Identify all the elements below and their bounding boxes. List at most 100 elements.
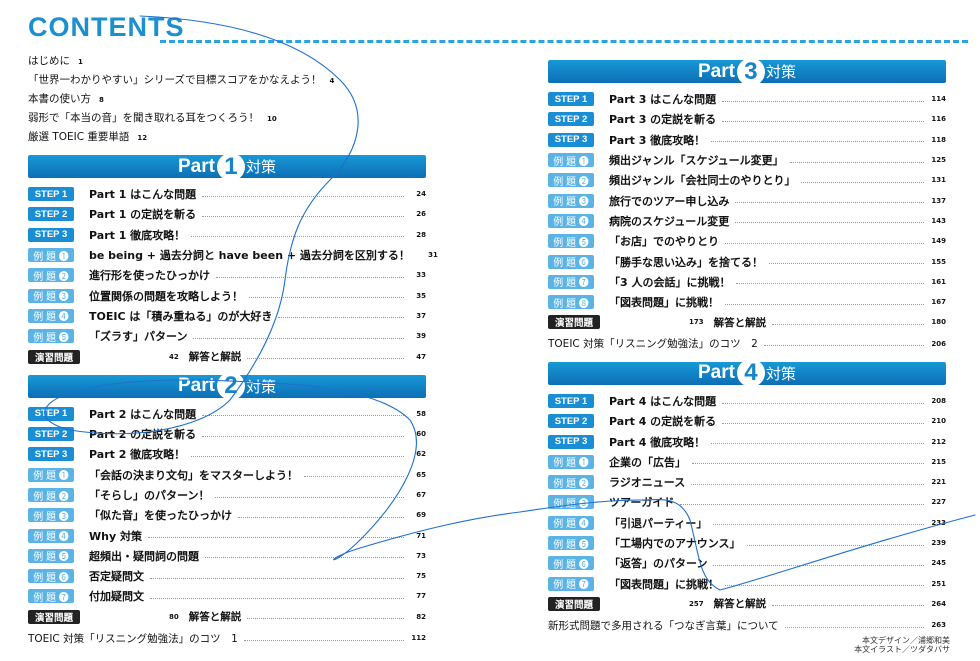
entry-title: Part 3 はこんな問題 (609, 93, 717, 107)
drill-page-number: 257 (689, 599, 704, 608)
toc-entry[interactable]: 例 題 ❷「そらし」のパターン！67 (28, 485, 426, 505)
example-tag: 例 題 ❺ (548, 234, 594, 249)
toc-entry[interactable]: 例 題 ❺「工場内でのアナウンス」239 (548, 533, 946, 553)
entry-title: Part 4 徹底攻略！ (609, 435, 706, 449)
page-number: 39 (416, 332, 426, 341)
leader-dots (243, 639, 404, 641)
page-number: 210 (931, 417, 946, 426)
leader-dots (789, 161, 924, 163)
example-tag: 例 題 ❶ (548, 153, 594, 168)
intro-item[interactable]: 弱形で「本当の音」を聞き取れる耳をつくろう！10 (28, 112, 277, 124)
leader-dots (735, 202, 924, 204)
page-number: 82 (416, 612, 426, 621)
entry-title: 超頻出・疑問詞の問題 (89, 549, 199, 563)
step-tag: STEP 1 (548, 394, 594, 408)
page-number: 116 (931, 115, 946, 124)
page-number: 65 (416, 470, 426, 479)
entry-title: Part 1 徹底攻略！ (89, 228, 186, 242)
toc-entry[interactable]: 例 題 ❶ be being + 過去分詞と have been + 過去分詞を区… (28, 245, 438, 265)
page-number: 24 (416, 190, 426, 199)
leader-dots (722, 402, 924, 404)
intro-item[interactable]: 「世界一わかりやすい」シリーズで目標スコアをかなえよう！4 (28, 74, 335, 86)
example-tag: 例 題 ❸ (28, 288, 74, 303)
leader-dots (772, 323, 924, 325)
entry-title: 頻出ジャンル「スケジュール変更」 (609, 154, 784, 168)
step-tag: STEP 1 (548, 92, 594, 107)
step-tag: STEP 2 (548, 414, 594, 429)
leader-dots (725, 242, 924, 244)
toc-entry[interactable]: 例 題 ❶「会話の決まり文句」をマスターしよう！65 (28, 465, 426, 485)
answer-label: 解答と解説 (188, 611, 242, 624)
leader-dots (278, 317, 404, 319)
example-tag: 例 題 ❺ (548, 536, 594, 551)
toc-entry[interactable]: 例 題 ❹「引退パーティー」233 (548, 513, 946, 533)
example-tag: 例 題 ❸ (548, 193, 594, 208)
part-number-badge: 1 (216, 152, 245, 181)
page-number: 131 (931, 176, 946, 185)
example-tag: 例 題 ❹ (28, 528, 74, 543)
leader-dots (249, 297, 404, 299)
entry-title: be being + 過去分詞と have been + 過去分詞を区別する！ (89, 249, 410, 263)
entry-title: Part 3 の定説を斬る (609, 113, 717, 127)
entry-title: 旅行でのツアー申し込み (609, 194, 730, 208)
page-number: 33 (416, 271, 426, 280)
toc-entry[interactable]: 例 題 ❽「図表問題」に挑戦！167 (548, 292, 946, 312)
leader-dots (784, 626, 924, 628)
page-number: 263 (931, 621, 946, 630)
page-number: 155 (931, 257, 946, 266)
drill-tag: 演習問題 (28, 609, 80, 624)
toc-entry[interactable]: 例 題 ❼「図表問題」に挑戦！251 (548, 574, 946, 594)
toc-entry[interactable]: 例 題 ❼「3 人の会話」に挑戦！161 (548, 272, 946, 292)
example-tag: 例 題 ❼ (28, 589, 74, 604)
example-tag: 例 題 ❶ (28, 467, 74, 482)
entry-title: 「工場内でのアナウンス」 (609, 537, 741, 551)
page-number: 69 (416, 511, 426, 520)
example-tag: 例 題 ❶ (28, 248, 74, 263)
entry-title: 「ズラす」パターン (89, 330, 188, 344)
part-suffix: 対策 (765, 63, 796, 81)
toc-entry[interactable]: 例 題 ❻「勝手な思い込み」を捨てる！155 (548, 251, 946, 271)
leader-dots (722, 100, 924, 102)
